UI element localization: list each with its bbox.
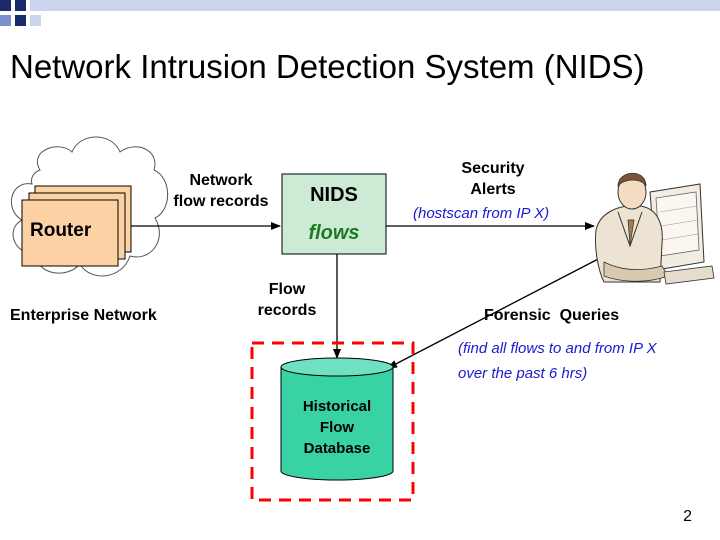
flow-records-line1: Flow <box>268 281 306 298</box>
router-box <box>21 199 119 267</box>
database-highlight-box <box>250 341 415 502</box>
flow-records-line2: records <box>257 302 317 319</box>
enterprise-network-label: Enterprise Network <box>10 307 157 324</box>
nids-title: NIDS <box>310 184 358 206</box>
security-alerts-line2: Alerts <box>470 181 516 198</box>
arrow-queries-to-database <box>387 255 605 369</box>
network-flow-records-line1: Network <box>189 172 253 189</box>
slide-title: Network Intrusion Detection System (NIDS… <box>10 48 645 85</box>
person-at-computer-icon <box>595 172 715 285</box>
security-alerts-line1: Security <box>461 160 525 177</box>
security-alerts-example: (hostscan from IP X) <box>413 205 550 222</box>
security-alerts-label: Security Alerts <box>440 158 546 200</box>
network-flow-records-label: Network flow records <box>160 170 282 212</box>
forensic-example-line1: (find all flows to and from IP X <box>458 340 657 357</box>
forensic-example-line2: over the past 6 hrs) <box>458 365 588 382</box>
network-flow-records-line2: flow records <box>173 193 269 210</box>
database-label-line2: Flow <box>319 419 355 436</box>
database-cylinder <box>280 357 394 481</box>
nids-flows-label: flows <box>308 222 360 244</box>
database-label: Historical Flow Database <box>281 396 393 459</box>
page-number: 2 <box>683 508 692 525</box>
flow-records-label: Flow records <box>242 279 332 321</box>
router-label: Router <box>30 220 92 241</box>
forensic-queries-label: Forensic Queries <box>484 307 620 324</box>
nids-box <box>281 173 387 255</box>
database-label-line3: Database <box>303 440 371 457</box>
database-label-line1: Historical <box>302 398 372 415</box>
corner-decoration <box>0 0 720 26</box>
